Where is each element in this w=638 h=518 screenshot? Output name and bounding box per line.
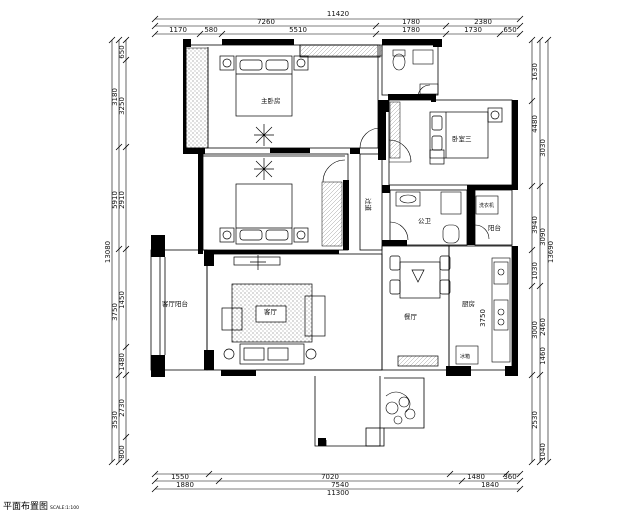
dim-left-inner-7: 800 [118, 445, 126, 458]
dim-bottom-row1-2: 7020 [321, 473, 339, 481]
dim-left-inner-4: 1450 [118, 291, 126, 309]
kitchen-fixtures [455, 257, 511, 365]
dim-right-outer-6: 2530 [531, 411, 539, 429]
dim-top-row3-2: 580 [204, 26, 217, 34]
dim-top-row2-2: 1780 [402, 18, 420, 26]
wall-outlines [150, 44, 513, 447]
hall-closet [299, 44, 383, 57]
dim-left-inner-5: 1480 [118, 353, 126, 371]
dim-left-inner-1: 650 [118, 45, 126, 58]
dim-right-outer-3: 3940 [531, 216, 539, 234]
dim-kitchen: 3750 [479, 309, 487, 327]
dim-left-inner-6: 2730 [118, 399, 126, 417]
dim-top-row3-3: 5510 [289, 26, 307, 34]
door-swings [322, 84, 490, 241]
dim-right-outer-4: 1030 [531, 262, 539, 280]
dim-bottom-row1-1: 1550 [171, 473, 189, 481]
caption-scale: SCALE:1:100 [50, 506, 79, 511]
bedroom2-bed [219, 158, 309, 245]
room-dining-label: 餐厅 [404, 312, 418, 321]
dim-left-inner-3: 2910 [118, 191, 126, 209]
dim-bottom-row2-1: 1880 [176, 481, 194, 489]
master-bed [219, 55, 309, 146]
room-living-label: 客厅 [264, 307, 278, 316]
room-hallway-label: 过道 [364, 198, 373, 212]
bedroom2-wardrobe [321, 181, 343, 247]
fridge-label: 冰箱 [460, 353, 470, 360]
room-living-balcony-label: 客厅阳台 [162, 299, 188, 308]
entry-garden [385, 391, 416, 425]
dim-left-outer-1: 3180 [111, 88, 119, 106]
dim-bottom-overall: 11300 [327, 489, 349, 497]
dim-bottom-row1-4: 360 [503, 473, 516, 481]
dim-top-overall: 11420 [327, 10, 349, 18]
dim-left-outer-4: 3530 [111, 411, 119, 429]
room-kitchen-label: 厨房 [462, 299, 475, 308]
dim-right-outer-1: 1630 [531, 63, 539, 81]
dim-top-row3-1: 1170 [169, 26, 187, 34]
dim-left-outer: 13080 [104, 241, 112, 263]
public-bath-fixtures [395, 191, 462, 244]
dim-right-inner-5: 1040 [539, 443, 547, 461]
living-room-furniture [221, 255, 326, 365]
dim-bottom-row2-2: 7540 [331, 481, 349, 489]
bedroom3-bed [429, 107, 503, 165]
dim-left-outer-2: 5910 [111, 191, 119, 209]
room-master-bedroom-label: 主卧房 [261, 96, 281, 105]
master-bath-fixtures [392, 49, 439, 95]
bedroom3-closet [389, 101, 401, 159]
dim-right-outer-5: 3000 [531, 321, 539, 339]
dim-left-outer-3: 3750 [111, 303, 119, 321]
dim-bottom-row2-3: 1840 [481, 481, 499, 489]
dim-bottom-row1-3: 1480 [467, 473, 485, 481]
dim-right-inner-1: 3030 [539, 139, 547, 157]
dim-right-inner-2: 3090 [539, 228, 547, 246]
dim-top-row2-1: 7260 [257, 18, 275, 26]
master-closet [185, 47, 209, 149]
dim-top-row3-6: 650 [503, 26, 516, 34]
dim-top-row2-3: 2380 [474, 18, 492, 26]
washer-label: 洗衣机 [479, 202, 494, 209]
dim-right-inner-4: 1460 [539, 347, 547, 365]
dim-right-outer: 13690 [547, 241, 555, 263]
room-bedroom3-label: 卧室三 [452, 134, 472, 143]
room-balcony-label: 阳台 [488, 223, 501, 232]
dimension-lines [108, 15, 552, 493]
dim-top-row3-4: 1780 [402, 26, 420, 34]
dim-left-inner-2: 3250 [118, 97, 126, 115]
caption-title: 平面布置图 [3, 502, 49, 512]
walls [151, 39, 518, 446]
room-public-bath-label: 公卫 [418, 217, 432, 225]
washing-area [475, 195, 499, 215]
dim-right-outer-2: 4480 [531, 115, 539, 133]
dining-table [389, 255, 451, 367]
dim-right-inner-3: 2460 [539, 318, 547, 336]
dim-top-row3-5: 1730 [464, 26, 482, 34]
